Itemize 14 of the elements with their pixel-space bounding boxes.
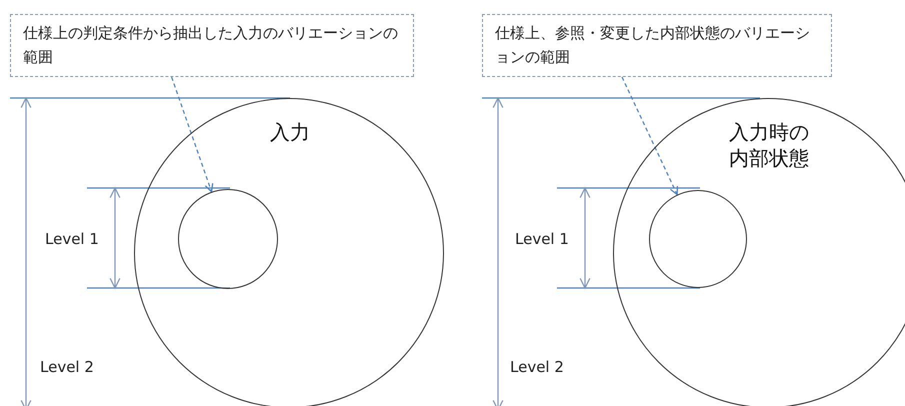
dimension-label: Level 1 xyxy=(45,230,99,248)
outer-circle xyxy=(613,98,905,406)
callout-note: 仕様上の判定条件から抽出した入力のバリエーションの範囲 xyxy=(10,14,414,77)
callout-note: 仕様上、参照・変更した内部状態のバリエーションの範囲 xyxy=(482,14,832,77)
leader-arrow xyxy=(171,76,214,192)
outer-circle xyxy=(134,98,444,406)
dimension-label: Level 2 xyxy=(40,358,94,376)
leader-arrow xyxy=(621,76,678,196)
circle-label: 入力時の内部状態 xyxy=(728,119,810,171)
dimension-label: Level 1 xyxy=(515,230,569,248)
circle-label: 入力 xyxy=(269,119,311,145)
dimension-label: Level 2 xyxy=(510,358,564,376)
inner-circle xyxy=(649,190,747,288)
inner-circle xyxy=(178,189,278,289)
